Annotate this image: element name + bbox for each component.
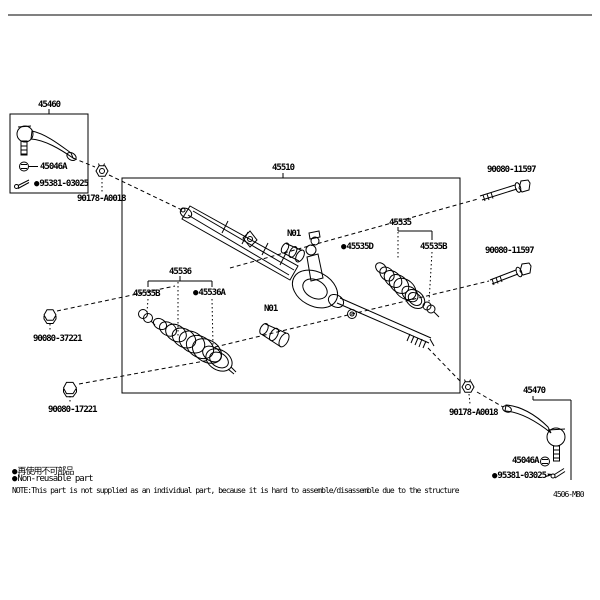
- nut-icon-top: [19, 161, 38, 172]
- leader-45536A: [211, 298, 214, 347]
- figure-code: 4506-M80: [553, 490, 585, 499]
- castle-nut-bottom: [461, 379, 475, 393]
- nut-17221-drawing: [62, 381, 78, 398]
- nut-icon-bottom: [540, 456, 550, 467]
- boot-45535-drawing: [375, 262, 426, 309]
- leader-45460-a: [72, 157, 96, 168]
- note-ref-n01-a: N01: [287, 229, 301, 239]
- callout-90080-11597-mid[interactable]: 90080-11597: [485, 246, 535, 256]
- leader-45470-b: [476, 391, 504, 408]
- tie-rod-end-45470-drawing: [502, 404, 566, 462]
- footnote-note: NOTE:This part is not supplied as an ind…: [12, 486, 460, 495]
- nonreusable-mark: ●: [34, 179, 40, 189]
- cotter-pin-icon-top: [14, 179, 30, 189]
- clamp-small-right-drawing: [422, 301, 440, 318]
- callout-95381-bottom[interactable]: ●95381-03025: [492, 471, 547, 481]
- tie-rod-end-45460-drawing: [16, 125, 77, 162]
- nonreusable-mark: ●: [12, 467, 18, 477]
- callout-45535B-left[interactable]: 45535B: [133, 289, 160, 299]
- clamp-ring-45536-drawing: [205, 348, 237, 375]
- nonreusable-mark: ●: [341, 242, 347, 252]
- box-45470: [532, 396, 572, 480]
- nonreusable-mark: ●: [193, 288, 199, 298]
- callout-45470[interactable]: 45470: [523, 386, 546, 396]
- callout-95381-top[interactable]: ●95381-03025: [34, 179, 89, 189]
- boot-45536A-drawing: [152, 317, 223, 364]
- box-45460: [9, 109, 89, 194]
- leader-45535B-left: [146, 298, 149, 313]
- leader-bolt-top: [229, 198, 479, 269]
- callout-45536A[interactable]: ●45536A: [193, 288, 226, 298]
- callout-90080-17221[interactable]: 90080-17221: [48, 405, 98, 415]
- note-ref-n01-b: N01: [264, 304, 278, 314]
- leader-bolt-mid: [214, 280, 490, 348]
- callout-45510[interactable]: 45510: [272, 163, 295, 173]
- bolt-mid-drawing: [489, 262, 532, 286]
- nonreusable-mark: ●: [492, 471, 498, 481]
- callout-90178-bottom[interactable]: 90178-A0018: [449, 408, 499, 418]
- callout-45536[interactable]: 45536: [169, 267, 192, 277]
- bracket-45535: [397, 227, 433, 240]
- footnote-nonreusable-jp: ●再使用不可部品: [12, 467, 74, 477]
- leader-nut-37221-part: [56, 285, 176, 312]
- bracket-45536: [147, 276, 213, 287]
- callout-90080-11597-top[interactable]: 90080-11597: [487, 165, 537, 175]
- nonreusable-mark: ●: [12, 474, 18, 484]
- nut-37221-drawing: [43, 309, 57, 324]
- callout-45535D[interactable]: ●45535D: [341, 242, 374, 252]
- leader-90178-bottom: [468, 393, 471, 405]
- callout-90178-top[interactable]: 90178-A0018: [77, 194, 127, 204]
- callout-45535B-right[interactable]: 45535B: [420, 242, 447, 252]
- callout-45460[interactable]: 45460: [38, 100, 61, 110]
- footnote-nonreusable-en: ●Non-reusable part: [12, 474, 94, 484]
- callout-90080-37221[interactable]: 90080-37221: [33, 334, 83, 344]
- grommet-1-drawing: [280, 242, 305, 263]
- callout-45535[interactable]: 45535: [389, 218, 412, 228]
- leader-45535B-right: [428, 251, 433, 303]
- box-45510: [121, 173, 461, 394]
- callout-45046A-bottom[interactable]: 45046A: [512, 456, 539, 466]
- castle-nut-top: [95, 163, 109, 177]
- leader-45460-b: [108, 174, 183, 211]
- cotter-pin-icon-bottom: [545, 468, 566, 479]
- callout-45046A-top[interactable]: 45046A: [40, 162, 67, 172]
- clamp-small-left-drawing: [138, 309, 156, 326]
- leader-nut-17221-part: [78, 359, 211, 385]
- grommet-2-drawing: [259, 322, 290, 348]
- bolt-top-drawing: [479, 179, 531, 202]
- leader-45470-a: [427, 347, 461, 382]
